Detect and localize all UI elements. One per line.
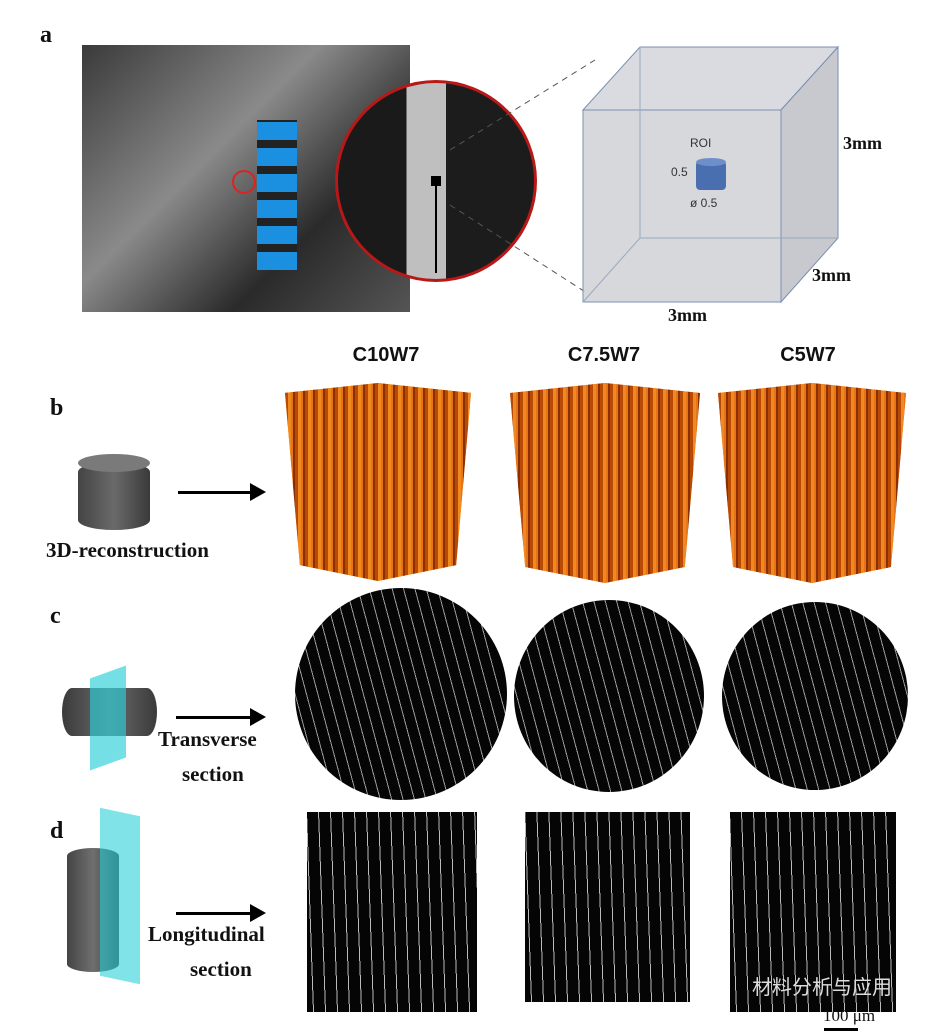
3d-reconstruction-c10w7 — [285, 383, 471, 581]
watermark-text: 材料分析与应用 — [752, 977, 892, 999]
zoom-dashed-lines — [449, 59, 596, 296]
roi-height-label: 0.5 — [671, 165, 688, 179]
longitudinal-section-c5w7 — [730, 812, 896, 1012]
transverse-section-c10w7 — [295, 588, 507, 800]
roi-label: ROI — [690, 136, 712, 150]
sample-title-c10w7: C10W7 — [352, 344, 420, 366]
scale-bar — [824, 1028, 858, 1031]
3d-reconstruction-c5w7 — [718, 383, 906, 583]
panel-label-c: c — [50, 603, 61, 629]
step-longitudinal-section: section — [190, 957, 252, 981]
arrow-icon — [176, 708, 266, 726]
cube-depth-label: 3mm — [812, 265, 851, 285]
sample-highlight-circle — [232, 170, 256, 194]
cube-height-label: 3mm — [843, 133, 882, 153]
scale-bar-label: 100 μm — [823, 1006, 876, 1025]
step-transverse-section: section — [182, 762, 244, 786]
panel-label-d: d — [50, 818, 64, 844]
3d-reconstruction-c7-5w7 — [510, 383, 700, 583]
sample-holder — [435, 183, 437, 273]
step-transverse: Transverse — [158, 727, 257, 751]
cube-width-label: 3mm — [668, 305, 707, 325]
transverse-section-c5w7 — [722, 602, 908, 790]
step-3d-reconstruction: 3D-reconstruction — [46, 538, 209, 562]
magnified-sample-inset — [335, 80, 537, 282]
roi-diameter-label: ø 0.5 — [690, 196, 718, 210]
arrow-icon — [178, 483, 266, 501]
step-longitudinal: Longitudinal — [148, 922, 265, 946]
cylinder-top — [78, 454, 150, 472]
detector-fins — [257, 120, 297, 270]
longitudinal-section-c7-5w7 — [525, 812, 690, 1002]
transverse-plane — [90, 665, 126, 771]
panel-label-b: b — [50, 395, 64, 421]
roi-cylinder — [696, 161, 726, 190]
longitudinal-plane — [100, 807, 140, 985]
longitudinal-section-c10w7 — [307, 812, 477, 1012]
sample-title-c7-5w7: C7.5W7 — [567, 344, 641, 366]
panel-label-a: a — [40, 22, 52, 48]
cylinder-icon — [78, 462, 150, 530]
sample-title-c5w7: C5W7 — [780, 344, 836, 366]
transverse-section-c7-5w7 — [514, 600, 704, 792]
sample-cube-diagram — [581, 45, 840, 304]
arrow-icon — [176, 904, 266, 922]
sample-tip — [431, 176, 441, 186]
